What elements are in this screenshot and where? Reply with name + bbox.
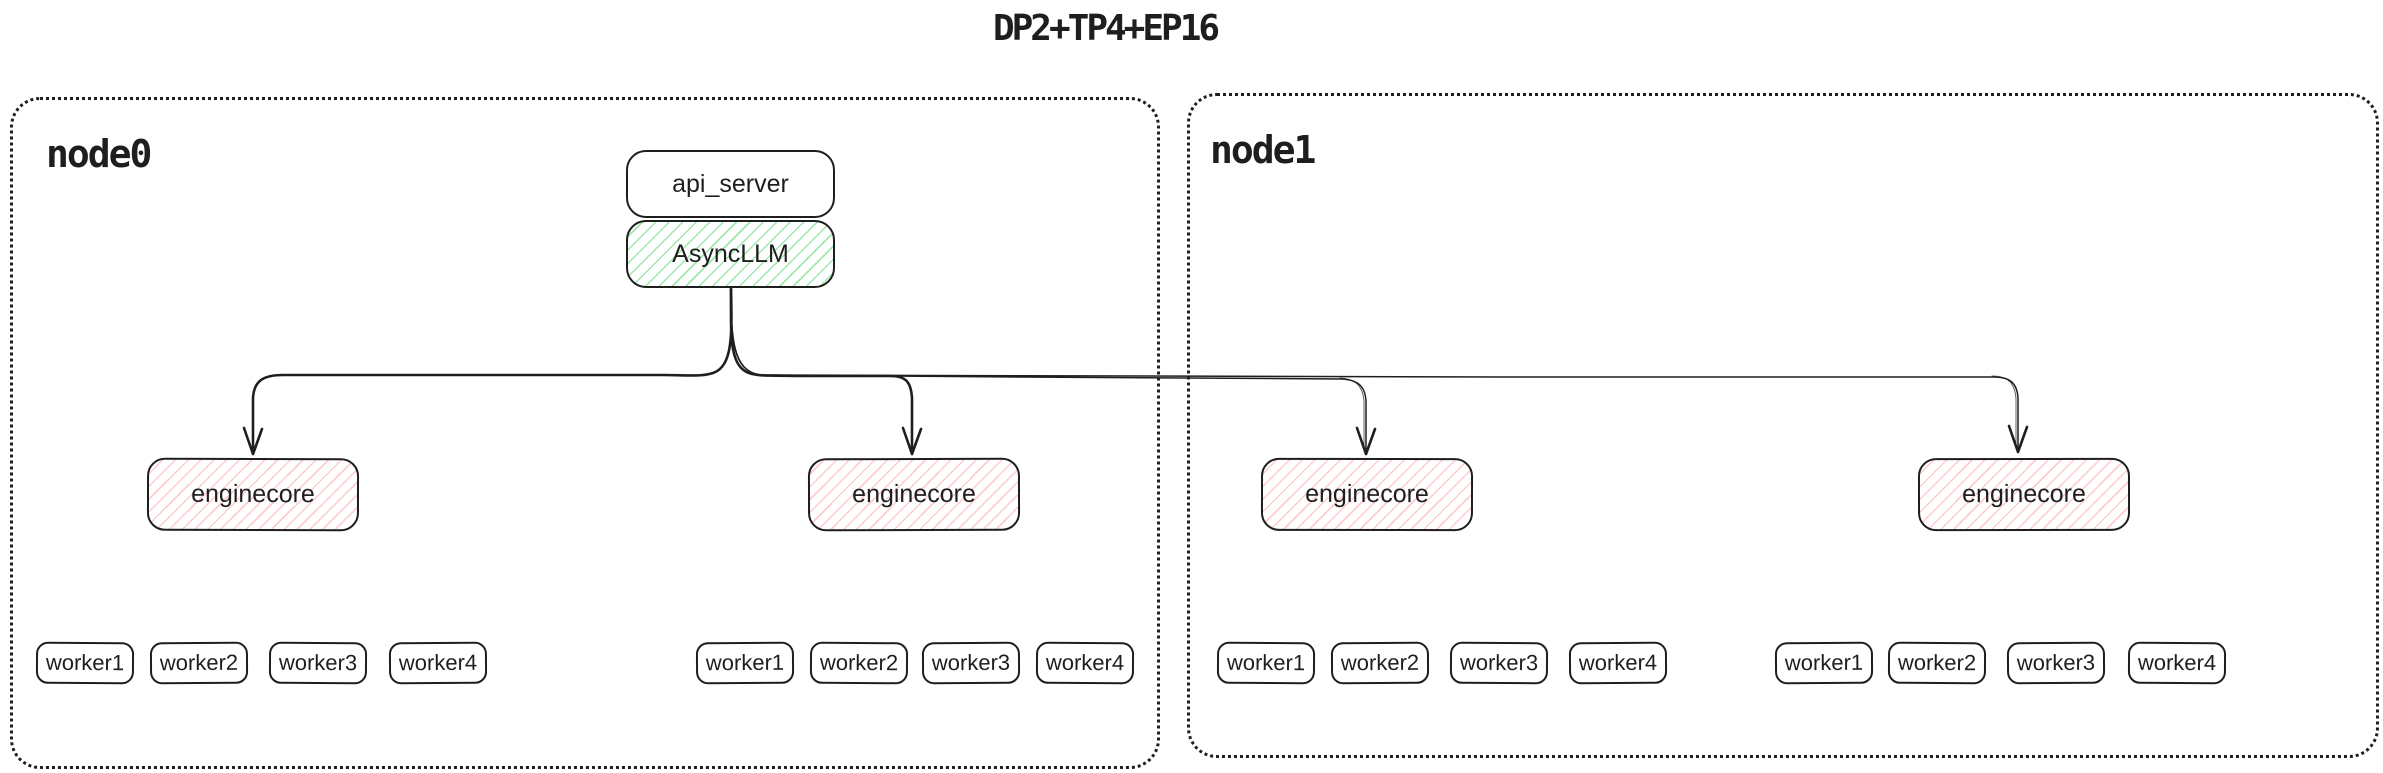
worker-box: worker1 <box>695 641 795 685</box>
worker-box: worker2 <box>1330 641 1430 685</box>
asyncllm-box: AsyncLLM <box>626 220 835 288</box>
worker-box: worker1 <box>1774 641 1874 685</box>
diagram-title: DP2+TP4+EP16 <box>992 8 1220 49</box>
worker-box: worker1 <box>1216 641 1316 685</box>
worker-box: worker4 <box>1035 641 1135 685</box>
worker-box: worker2 <box>1887 641 1987 685</box>
worker-box: worker4 <box>388 641 488 685</box>
worker-box: worker3 <box>921 641 1021 685</box>
node1-label: node1 <box>1210 128 1316 172</box>
enginecore-box: enginecore <box>1917 457 2131 532</box>
api-server-box: api_server <box>626 150 835 218</box>
worker-box: worker2 <box>809 641 909 685</box>
worker-box: worker4 <box>1568 641 1668 685</box>
worker-box: worker1 <box>35 641 135 685</box>
worker-box: worker2 <box>149 641 249 685</box>
worker-box: worker3 <box>268 641 368 685</box>
node0-label: node0 <box>46 132 152 176</box>
enginecore-box: enginecore <box>1260 457 1474 532</box>
worker-box: worker3 <box>2006 641 2106 685</box>
enginecore-box: enginecore <box>807 457 1021 532</box>
worker-box: worker3 <box>1449 641 1549 685</box>
worker-box: worker4 <box>2127 641 2227 685</box>
enginecore-box: enginecore <box>146 457 360 532</box>
